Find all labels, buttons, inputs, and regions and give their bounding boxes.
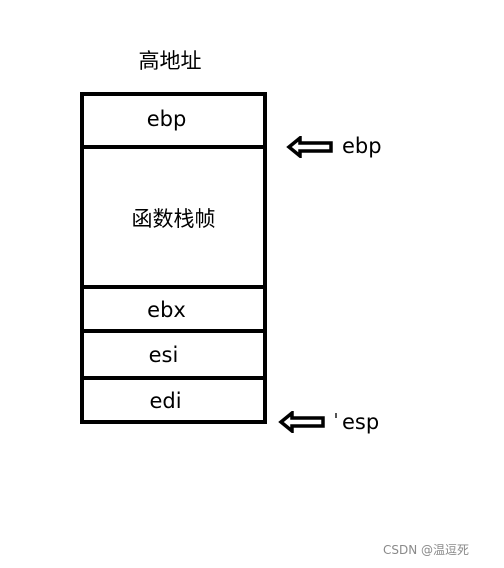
stack-border	[80, 92, 267, 424]
cell-esi: esi	[148, 343, 179, 367]
cell-function-stack-frame: 函数栈帧	[131, 207, 216, 231]
esp-pointer-label: esp	[342, 410, 380, 434]
stack-frame-diagram	[80, 92, 267, 424]
csdn-watermark: CSDN @温逗死	[383, 543, 470, 557]
stack-outline	[80, 92, 267, 424]
ebp-pointer-left-arrow-icon	[286, 136, 333, 158]
high-address-label: 高地址	[138, 49, 202, 73]
esp-pointer-left-arrow-icon	[278, 411, 325, 433]
cell-ebp: ebp	[146, 107, 187, 131]
ebp-pointer-label: ebp	[342, 134, 382, 158]
cell-edi: edi	[149, 389, 182, 413]
cell-ebx: ebx	[147, 298, 186, 322]
stray-mark	[335, 413, 337, 418]
